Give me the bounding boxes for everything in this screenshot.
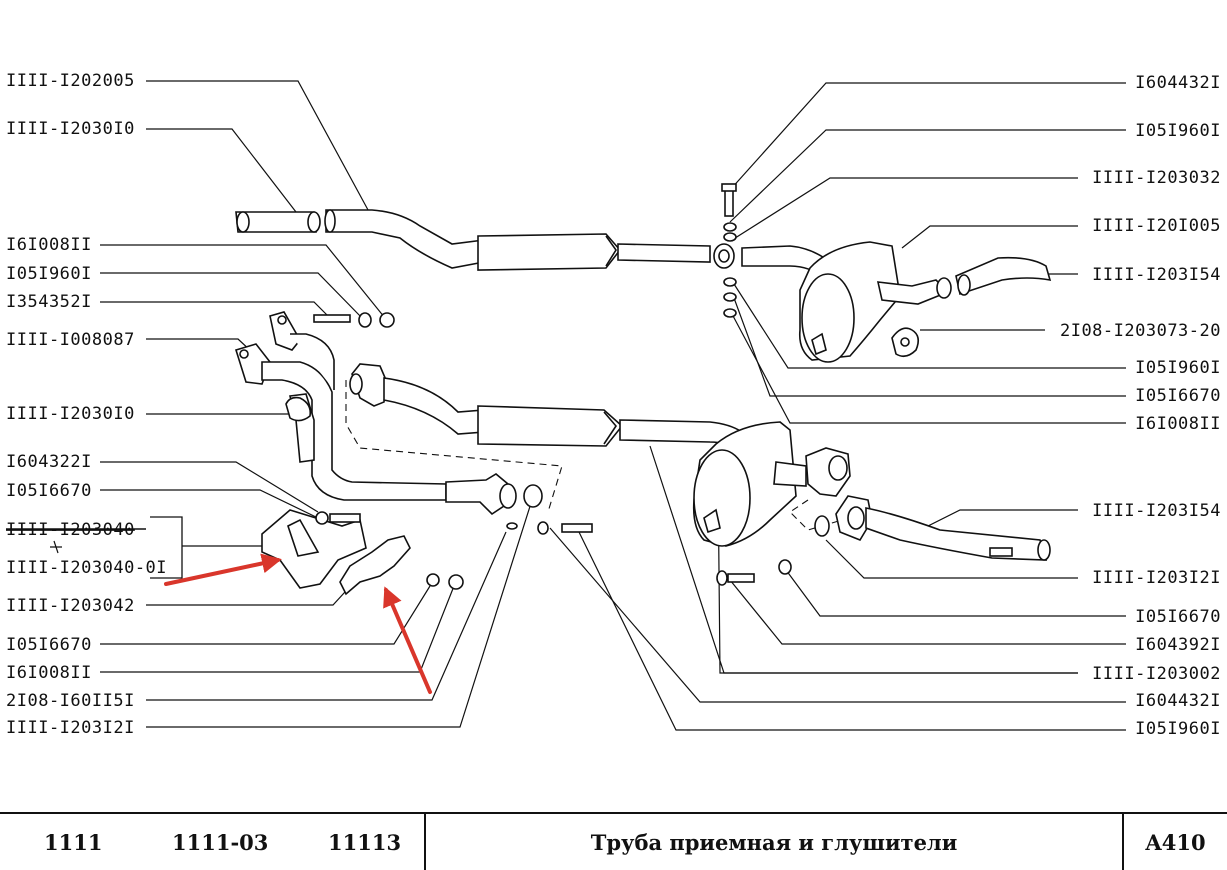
label-l8: I604322I xyxy=(6,452,92,472)
red-arrow-heat-shield xyxy=(383,586,432,694)
label-r13: I604392I xyxy=(1135,635,1221,655)
label-l2: IIII-I2030I0 xyxy=(6,119,135,139)
label-l16: IIII-I203I2I xyxy=(6,718,135,738)
label-l3: I6I008II xyxy=(6,235,92,255)
sheet-title: Труба приемная и глушители xyxy=(590,829,958,855)
label-r12: I05I6670 xyxy=(1135,607,1221,627)
label-l5: I354352I xyxy=(6,292,92,312)
model-number-1: 1111 xyxy=(44,829,103,855)
label-r11: IIII-I203I2I xyxy=(1092,568,1221,588)
label-r5: IIII-I203I54 xyxy=(1092,265,1221,285)
exhaust-diagram: IIII-I202005 IIII-I2030I0 I6I008II I05I9… xyxy=(6,71,1221,739)
label-l4: I05I960I xyxy=(6,264,92,284)
label-r4: IIII-I20I005 xyxy=(1092,216,1221,236)
leader-lines xyxy=(100,80,1126,731)
tail-pipe-2 xyxy=(865,507,1048,561)
label-r6: 2I08-I203073-20 xyxy=(1060,321,1221,341)
bolt xyxy=(724,187,734,217)
label-l11: IIII-I203040-0I xyxy=(6,558,167,578)
label-r9: I6I008II xyxy=(1135,414,1221,434)
label-r1: I604432I xyxy=(1135,73,1221,93)
annotation-arrows xyxy=(164,553,432,694)
divider xyxy=(424,814,426,870)
label-r7: I05I960I xyxy=(1135,358,1221,378)
model-number-2: 1111-03 xyxy=(172,829,269,855)
label-r10: IIII-I203I54 xyxy=(1092,501,1221,521)
label-r16: I05I960I xyxy=(1135,719,1221,739)
title-block: 1111 1111-03 11113 Труба приемная и глуш… xyxy=(0,812,1227,870)
heat-shield xyxy=(339,535,411,596)
red-arrow-bracket xyxy=(164,553,282,586)
label-r8: I05I6670 xyxy=(1135,386,1221,406)
label-l7: IIII-I2030I0 xyxy=(6,404,135,424)
lower-exhaust-assembly xyxy=(234,311,1051,596)
label-l15: 2I08-I60II5I xyxy=(6,691,135,711)
label-l10-struck: IIII-I203040 xyxy=(6,520,135,540)
label-l13: I05I6670 xyxy=(6,635,92,655)
label-r2: I05I960I xyxy=(1135,121,1221,141)
seal-ring xyxy=(523,484,543,508)
resonator xyxy=(477,233,622,271)
tail-pipe xyxy=(955,256,1052,296)
label-l14: I6I008II xyxy=(6,663,92,683)
label-r14: IIII-I203002 xyxy=(1092,664,1221,684)
left-callouts: IIII-I202005 IIII-I2030I0 I6I008II I05I9… xyxy=(6,71,183,738)
resonator-2 xyxy=(477,405,624,447)
right-callouts: I604432I I05I960I IIII-I203032 IIII-I20I… xyxy=(1060,73,1221,739)
label-l1: IIII-I202005 xyxy=(6,71,135,91)
divider xyxy=(1122,814,1124,870)
model-number-3: 11113 xyxy=(328,829,402,855)
label-r3: IIII-I203032 xyxy=(1092,168,1221,188)
intermediate-pipe xyxy=(325,209,485,269)
label-l6: IIII-I008087 xyxy=(6,330,135,350)
upper-exhaust-assembly xyxy=(235,183,1052,363)
sheet-code: A410 xyxy=(1145,829,1206,855)
label-r15: I604432I xyxy=(1135,691,1221,711)
label-l9: I05I6670 xyxy=(6,481,92,501)
label-l12: IIII-I203042 xyxy=(6,596,135,616)
